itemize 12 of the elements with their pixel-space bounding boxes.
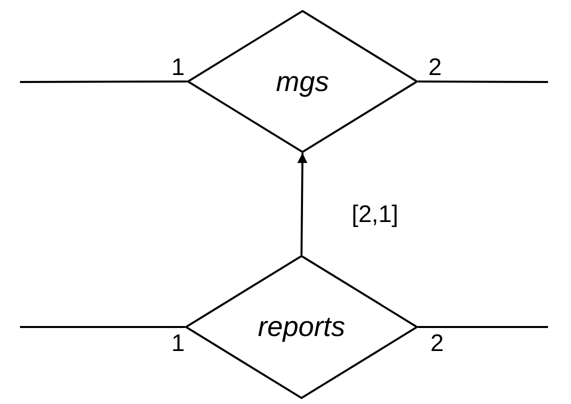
connector-line	[20, 80, 187, 83]
edge-label: 1	[171, 54, 185, 82]
edge-label: [2,1]	[352, 201, 398, 229]
edge-label: 1	[171, 330, 185, 358]
relationship-name: reports	[258, 311, 346, 343]
edge-label: 2	[428, 54, 442, 82]
connector-line	[20, 326, 185, 328]
edge-label: 2	[430, 330, 444, 358]
connector-line	[418, 326, 548, 328]
connector-line	[418, 80, 548, 83]
relationship-name: mgs	[276, 66, 329, 98]
arrow	[297, 152, 308, 256]
